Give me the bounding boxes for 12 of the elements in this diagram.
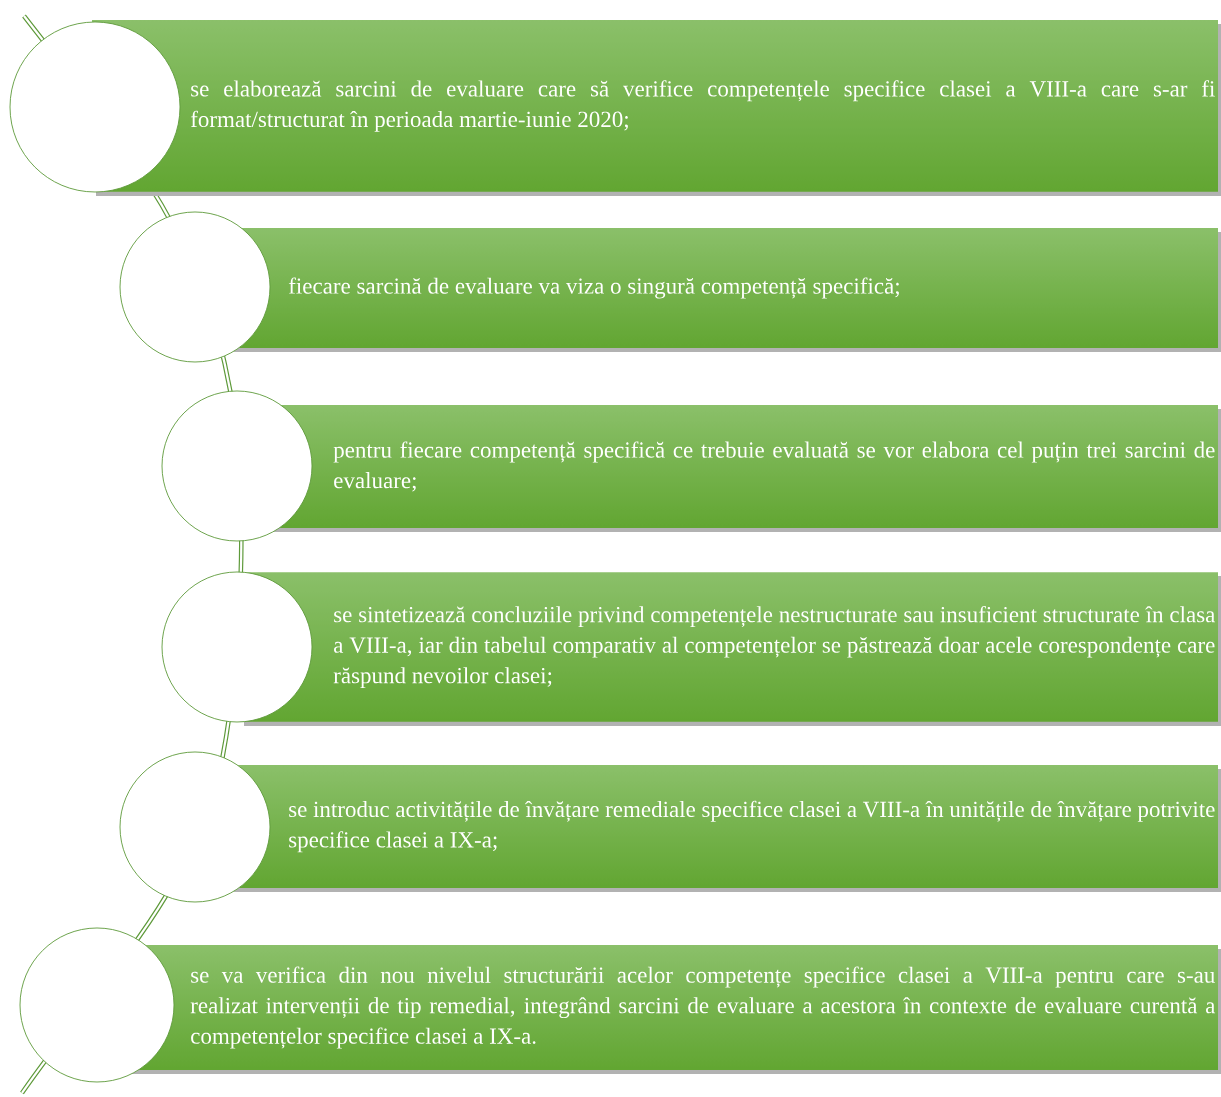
circle-marker — [119, 751, 271, 903]
step-bar: se introduc activitățile de învățare remediale specifice clasei a VIII-a în unitățile de învățare potrivite specifice clasei a IX-a; — [205, 765, 1221, 892]
circle-marker — [161, 390, 313, 542]
step-bar: se va verifica din nou nivelul structurării acelor competențe specifice clasei a VIII-a pentru care s-au realizat intervenții de tip remedial, integrând sarcini de evaluare a acestora în contexte de evaluare curentă a competențelor specifice clasei a IX-a. — [92, 945, 1221, 1074]
step-bar: se elaborează sarcini de evaluare care să verifice competențele specifice clasei a VIII-a care s-ar fi format/structurat în perioada martie-iunie 2020; — [92, 20, 1221, 196]
step-bar: fiecare sarcină de evaluare va viza o singură competență specifică; — [205, 228, 1221, 352]
circle-marker — [9, 21, 181, 193]
step-bar: pentru fiecare competență specifică ce trebuie evaluată se vor elabora cel puțin trei sarcini de evaluare; — [240, 405, 1221, 532]
circle-marker — [161, 571, 313, 723]
circle-marker — [119, 211, 271, 363]
step-bar: se sintetizează concluziile privind competențele nestructurate sau insuficient structurate în clasa a VIII-a, iar din tabelul comparativ al competențelor se păstrează doar acele corespondențe care răspund nevoilor clasei; — [240, 572, 1221, 726]
circle-marker — [19, 927, 175, 1083]
